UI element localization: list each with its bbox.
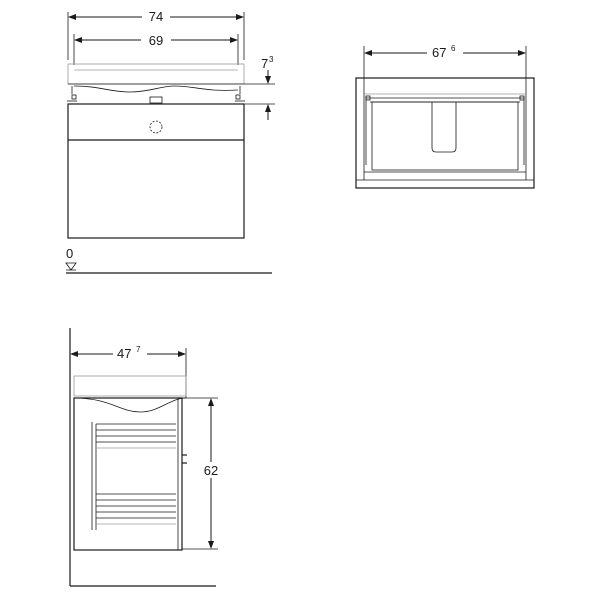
dim-overall-width: 74 [67, 8, 245, 60]
dim-label-drawer-width-sup: 6 [451, 44, 456, 53]
dim-label-height: 62 [204, 463, 218, 478]
dim-label-top-height-sup: 3 [269, 55, 274, 64]
dim-top-height: 7 3 [244, 55, 275, 120]
dim-inner-width: 69 [73, 31, 239, 65]
side-view: 47 7 62 [69, 328, 222, 587]
dim-label-inner-width: 69 [149, 33, 163, 48]
cabinet-front [67, 103, 245, 239]
dim-label-top-height: 7 [261, 56, 268, 71]
cabinet-side [73, 397, 183, 551]
top-view: 67 6 [355, 43, 535, 189]
front-view: 74 69 [67, 8, 275, 239]
floor-level-label: 0 [66, 246, 73, 261]
dim-height: 62 [182, 397, 222, 550]
dim-label-overall-width: 74 [149, 9, 163, 24]
dim-label-depth: 47 [117, 346, 131, 361]
dim-label-depth-sup: 7 [136, 345, 141, 354]
dim-drawer-width: 67 6 [363, 43, 527, 78]
floor-level: 0 [65, 246, 272, 274]
dim-label-drawer-width: 67 [432, 45, 446, 60]
dim-depth: 47 7 [70, 344, 187, 398]
cabinet-top-outline [355, 77, 535, 189]
drain-circle [149, 120, 163, 134]
